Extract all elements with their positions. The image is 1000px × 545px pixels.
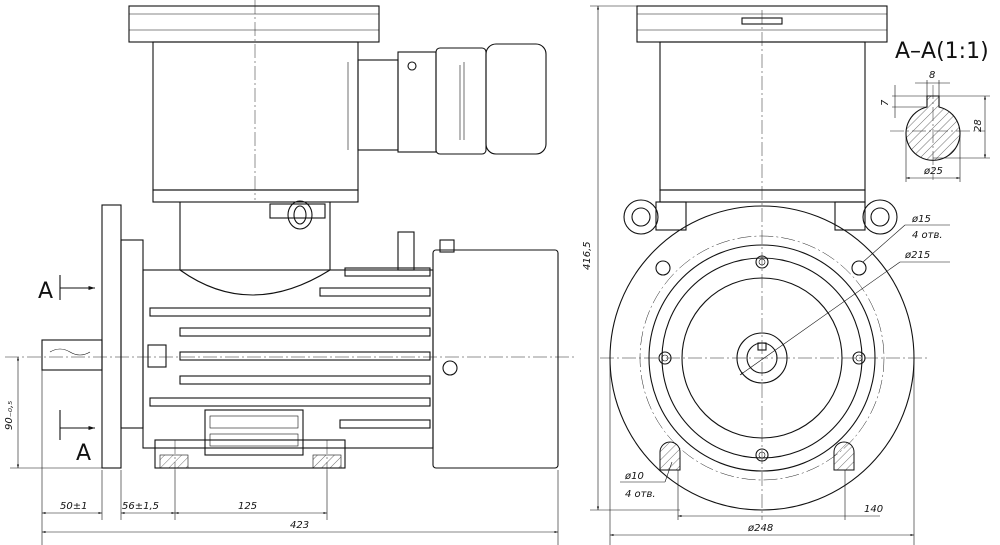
mounting-flange <box>101 204 122 469</box>
terminal-box-body <box>152 41 359 191</box>
mounting-feet <box>154 439 346 469</box>
dim-10-note: 4 отв. <box>625 489 656 500</box>
cable-gland <box>357 59 399 151</box>
dim-28: 28 <box>973 119 984 132</box>
dim-15-note: 4 отв. <box>912 230 943 241</box>
section-mark-bottom: A <box>76 441 91 466</box>
dim-140: 140 <box>864 504 883 515</box>
dim-416: 416,5 <box>582 241 593 270</box>
dim-215: ø215 <box>904 250 930 261</box>
cooling-fins <box>149 267 431 429</box>
front-view: 416,5 ø15 4 отв. ø215 ø10 4 отв. 140 ø24… <box>582 5 950 545</box>
terminal-box-lid <box>128 5 380 43</box>
dim-50: 50±1 <box>60 501 87 512</box>
dim-423: 423 <box>290 520 309 531</box>
stator-body <box>142 269 434 449</box>
shaft-cross-section <box>905 95 961 161</box>
dim-248: ø248 <box>747 523 773 534</box>
dim-7: 7 <box>880 99 891 106</box>
dim-15: ø15 <box>911 214 931 225</box>
side-view: A A 90₋₀,₅ 50±1 56±1,5 125 423 <box>4 0 575 545</box>
section-view: A–A(1:1) 8 7 28 ø25 <box>880 39 990 182</box>
dim-90: 90₋₀,₅ <box>4 401 15 430</box>
dim-56: 56±1,5 <box>122 501 159 512</box>
section-mark-top: A <box>38 279 53 304</box>
eye-bolt <box>287 200 313 230</box>
dim-125: 125 <box>238 501 257 512</box>
dim-10: ø10 <box>624 471 644 482</box>
dim-8: 8 <box>929 70 935 81</box>
terminal-box-neck <box>179 202 331 296</box>
dim-25: ø25 <box>923 166 943 177</box>
nameplate <box>204 409 304 456</box>
shaft <box>41 339 103 371</box>
fan-cover <box>432 249 559 469</box>
section-title: A–A(1:1) <box>895 39 989 64</box>
